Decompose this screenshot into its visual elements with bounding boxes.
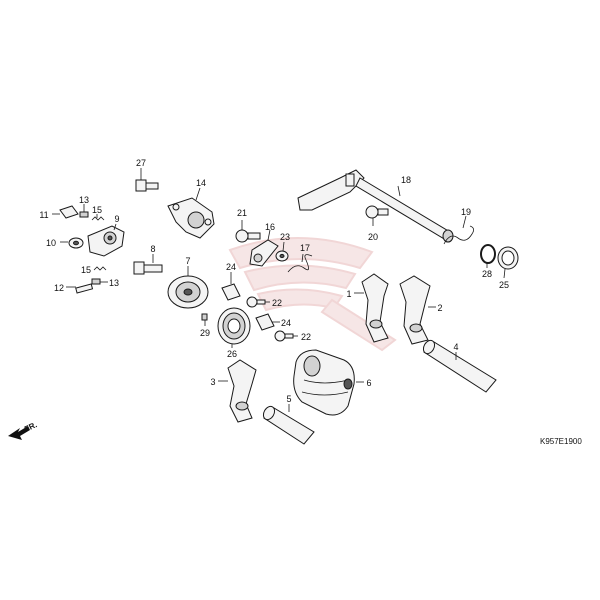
callout-24-lower: 24: [281, 318, 291, 328]
part-13-pin-upper: [79, 204, 89, 218]
part-5-shaft: [262, 404, 315, 445]
callout-27: 27: [136, 158, 146, 168]
callout-5: 5: [286, 394, 291, 404]
callout-7: 7: [185, 256, 190, 266]
part-17-spring: [287, 253, 313, 273]
callout-25: 25: [499, 280, 509, 290]
part-6-drum: [293, 349, 364, 416]
part-20-bolt: [365, 205, 389, 226]
callout-26: 26: [227, 349, 237, 359]
callout-21: 21: [237, 208, 247, 218]
part-25-washer: [497, 246, 519, 279]
part-24-plate-lower: [255, 313, 280, 331]
callout-11: 11: [39, 210, 48, 220]
callout-3: 3: [210, 377, 215, 387]
part-15-spring-upper: [91, 214, 105, 221]
callout-10: 10: [46, 238, 56, 248]
part-21-bolt: [235, 220, 261, 243]
part-18-spindle: [297, 169, 454, 243]
callout-19: 19: [461, 207, 471, 217]
part-14-bracket: [167, 187, 215, 239]
callout-6: 6: [366, 378, 371, 388]
callout-14: 14: [196, 178, 206, 188]
part-29-pin: [201, 313, 208, 326]
part-8-bolt: [133, 254, 163, 275]
callout-13-lower: 13: [109, 278, 119, 288]
part-4-shaft: [422, 339, 497, 393]
callout-9: 9: [114, 214, 119, 224]
callout-8: 8: [150, 244, 155, 254]
callout-1: 1: [346, 289, 351, 299]
part-9-arm: [87, 223, 125, 257]
part-16-stopper: [249, 229, 279, 267]
front-direction-label: FR.: [23, 420, 38, 434]
part-11-cap: [52, 205, 79, 219]
callout-labels: 1 2 3 4 5 6 7 8 9 10 11 12 13 13 14 15 1…: [39, 158, 509, 404]
part-2-fork: [399, 275, 436, 345]
callout-18: 18: [401, 175, 411, 185]
callout-17: 17: [300, 243, 310, 253]
callout-22-lower: 22: [301, 332, 311, 342]
part-1-fork: [354, 273, 389, 343]
callout-16: 16: [265, 222, 275, 232]
callout-22-upper: 22: [272, 298, 282, 308]
callout-20: 20: [368, 232, 378, 242]
callout-29: 29: [200, 328, 210, 338]
callout-12: 12: [54, 283, 64, 293]
part-28-circlip: [480, 244, 496, 268]
callout-15-lower: 15: [81, 265, 91, 275]
part-13-pin-lower: [91, 278, 108, 285]
callout-2: 2: [437, 303, 442, 313]
part-23-washer: [275, 241, 289, 262]
callout-23: 23: [280, 232, 290, 242]
part-3-fork: [218, 359, 257, 423]
part-12-pin: [66, 283, 94, 294]
part-27-bolt: [135, 168, 159, 192]
part-22-bolt-lower: [274, 330, 298, 342]
callout-13-upper: 13: [79, 195, 89, 205]
callout-4: 4: [453, 342, 458, 352]
part-24-plate-upper: [221, 272, 241, 301]
callout-28: 28: [482, 269, 492, 279]
callout-24-upper: 24: [226, 262, 236, 272]
part-19-spring: [443, 215, 474, 245]
part-10-washer: [60, 237, 84, 249]
part-26-seal: [217, 307, 251, 348]
callout-15-upper: 15: [92, 205, 102, 215]
part-22-bolt-upper: [246, 296, 270, 308]
part-15-spring-lower: [93, 266, 107, 271]
front-arrow-icon: [8, 426, 30, 440]
part-7-star: [167, 266, 209, 309]
diagram-code: K957E1900: [540, 437, 582, 446]
